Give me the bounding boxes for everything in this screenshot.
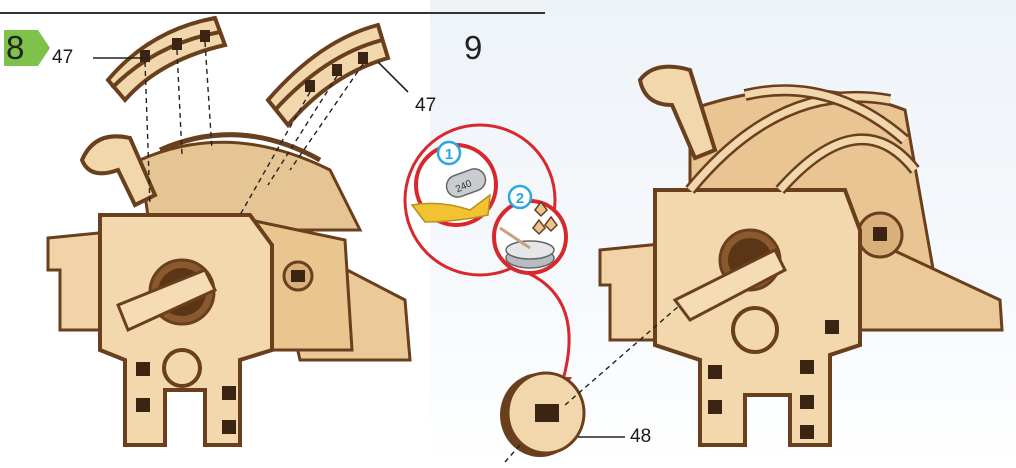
sub-step-1-number: 1 xyxy=(445,146,453,163)
part-47-label-left: 47 xyxy=(52,48,73,68)
step-9-model-illustration xyxy=(565,67,1002,445)
part-48-disc xyxy=(500,373,625,462)
part-47-label-right: 47 xyxy=(415,96,436,116)
sanding-callout-illustration: 240 1 2 xyxy=(405,125,572,392)
step-8-model-illustration xyxy=(48,18,410,445)
sub-step-2-number: 2 xyxy=(516,190,524,207)
part-48-label: 48 xyxy=(630,427,651,447)
